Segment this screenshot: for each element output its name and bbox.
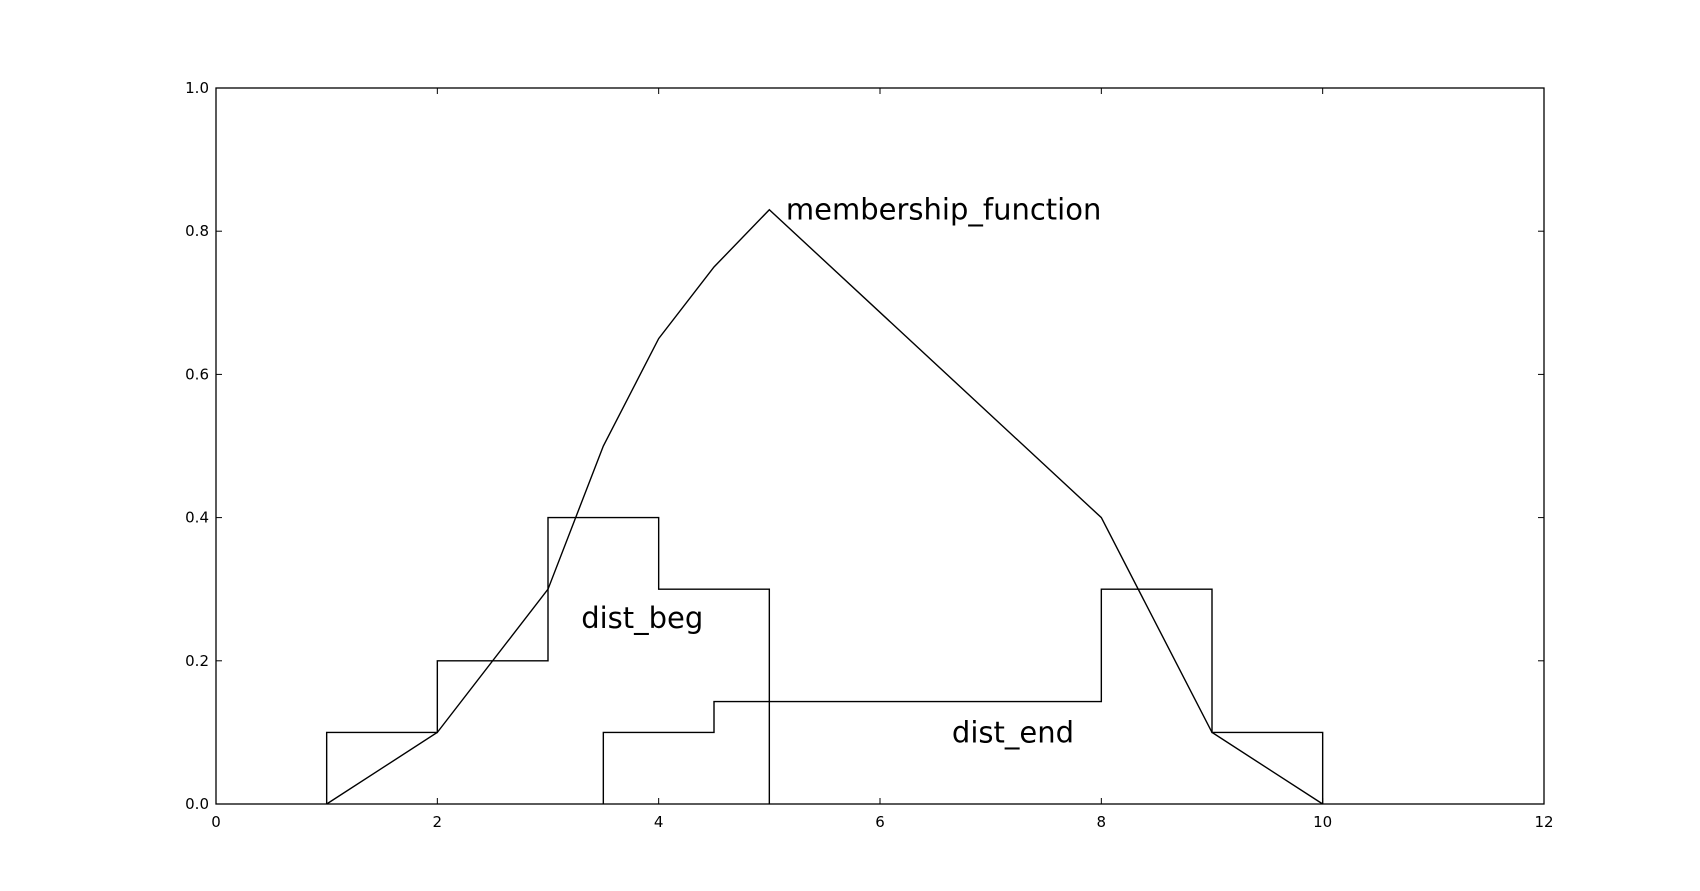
y-tick-label: 1.0 (185, 79, 209, 97)
x-tick-label: 2 (433, 813, 443, 831)
y-tick-label: 0.2 (185, 652, 209, 670)
x-tick-label: 8 (1097, 813, 1107, 831)
x-tick-label: 0 (211, 813, 221, 831)
annotation-label: membership_function (786, 193, 1101, 227)
x-tick-label: 6 (875, 813, 885, 831)
y-tick-label: 0.8 (185, 222, 209, 240)
annotation-label: dist_end (952, 715, 1074, 749)
x-tick-label: 4 (654, 813, 664, 831)
plot-area: 0 2 4 6 8 10 12 0.0 0.2 0.4 0.6 0.8 1.0 membership_fu… (185, 79, 1553, 831)
annotation-label: dist_beg (581, 601, 703, 635)
series-line-end (602, 588, 1324, 804)
y-tick-label: 0.6 (185, 365, 209, 383)
x-tick-label: 12 (1534, 813, 1553, 831)
series-line-beg (325, 516, 771, 804)
y-tick-label: 0.4 (185, 509, 209, 527)
x-tick-label: 10 (1313, 813, 1332, 831)
y-tick-label: 0.0 (185, 795, 209, 813)
